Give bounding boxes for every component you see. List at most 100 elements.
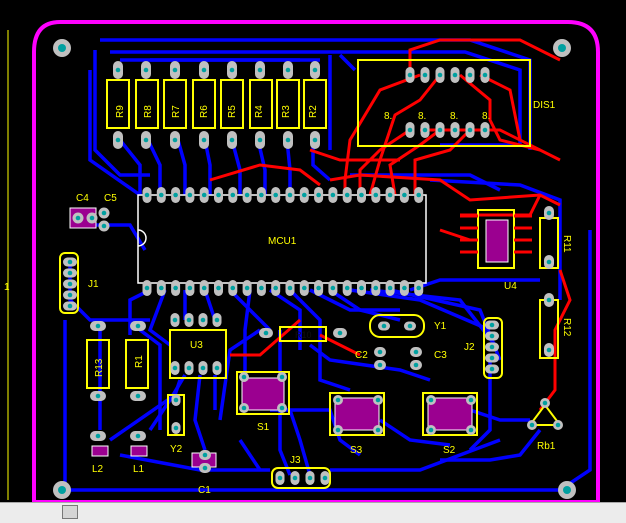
- label-u4: U4: [504, 281, 517, 292]
- pad-hole: [214, 365, 220, 371]
- label-r11: R11: [561, 235, 572, 253]
- pad-hole: [200, 317, 206, 323]
- pad-hole: [172, 317, 178, 323]
- label-c5: C5: [104, 193, 117, 204]
- pad-hole: [402, 285, 407, 291]
- pad-hole: [489, 322, 495, 328]
- pad-hole: [257, 137, 263, 143]
- pad-hole: [216, 285, 221, 291]
- pad-hole: [437, 72, 443, 78]
- pad-hole: [186, 317, 192, 323]
- scrollbar-thumb[interactable]: [62, 505, 78, 519]
- pad-hole: [279, 374, 285, 380]
- pad-hole: [173, 192, 178, 198]
- pad-hole: [546, 347, 552, 353]
- pad-hole: [375, 397, 381, 403]
- pad-hole: [407, 72, 413, 78]
- pad-hole: [452, 127, 458, 133]
- pad-hole: [101, 223, 107, 229]
- pad-hole: [375, 427, 381, 433]
- pad-hole: [489, 366, 495, 372]
- pad-hole: [229, 137, 235, 143]
- pad-hole: [377, 349, 383, 355]
- pad-hole: [187, 285, 193, 291]
- bottom-layer-traces: [63, 38, 592, 492]
- pad-hole: [330, 192, 336, 198]
- label-j3: J3: [290, 455, 301, 466]
- pad-hole: [316, 192, 321, 198]
- pad-hole: [335, 427, 341, 433]
- label-r3: R3: [281, 105, 292, 118]
- pad-hole: [312, 137, 318, 143]
- label-c1: C1: [198, 485, 211, 496]
- pad-hole: [159, 192, 164, 198]
- pad-hole: [302, 285, 307, 291]
- pad-hole: [135, 433, 141, 439]
- label-u3: U3: [190, 340, 203, 351]
- pad-hole: [172, 365, 178, 371]
- pad-hole: [416, 192, 422, 198]
- pad-hole: [89, 215, 95, 221]
- digit-mark-3: 8.: [450, 111, 458, 122]
- pad-hole: [387, 285, 393, 291]
- pad-hole: [546, 210, 552, 216]
- label-s1: S1: [257, 422, 270, 433]
- pad-hole: [285, 137, 291, 143]
- pad-hole: [555, 422, 561, 428]
- label-r10: R10: [295, 330, 312, 340]
- pad-hole: [381, 323, 387, 329]
- pad-hole: [452, 72, 458, 78]
- pad-hole: [187, 192, 193, 198]
- pad-hole: [287, 285, 293, 291]
- pad-hole: [159, 285, 164, 291]
- pad-hole: [259, 285, 264, 291]
- pad-hole: [373, 192, 379, 198]
- label-s3: S3: [350, 445, 363, 456]
- pad-hole: [546, 297, 552, 303]
- pad-hole: [67, 292, 73, 298]
- pad-hole: [407, 127, 413, 133]
- pad-hole: [437, 127, 443, 133]
- pad-hole: [173, 285, 178, 291]
- digit-mark-1: 8.: [384, 111, 392, 122]
- mounting-hole-center: [58, 44, 66, 52]
- label-r2: R2: [308, 105, 319, 118]
- pad-hole: [201, 285, 207, 291]
- horizontal-scrollbar[interactable]: [0, 502, 626, 523]
- pad-hole: [428, 397, 434, 403]
- pad-hole: [135, 323, 141, 329]
- pad-hole: [173, 397, 179, 403]
- pad-hole: [316, 285, 321, 291]
- pad-hole: [143, 67, 149, 73]
- pad-hole: [344, 192, 350, 198]
- pad-hole: [529, 422, 535, 428]
- pad-hole: [279, 405, 285, 411]
- pad-hole: [173, 425, 179, 431]
- pad-hole: [95, 393, 101, 399]
- pad-hole: [244, 192, 250, 198]
- label-r6: R6: [199, 105, 210, 118]
- mounting-hole-center: [58, 486, 66, 494]
- pad-group: [53, 39, 576, 499]
- label-l1: L1: [133, 464, 145, 475]
- pad-hole: [201, 67, 207, 73]
- pad-hole: [330, 285, 336, 291]
- label-dis1: DIS1: [533, 100, 556, 111]
- pad-hole: [489, 355, 495, 361]
- pad-hole: [322, 475, 328, 481]
- label-r5: R5: [227, 105, 238, 118]
- pad-hole: [377, 362, 383, 368]
- pad-hole: [413, 349, 419, 355]
- pad-hole: [422, 127, 428, 133]
- pad-hole: [359, 192, 364, 198]
- pad-hole: [144, 192, 150, 198]
- u4-pins: [460, 214, 532, 254]
- label-r8: R8: [143, 105, 154, 118]
- pad-hole: [413, 362, 419, 368]
- pad-hole: [95, 323, 101, 329]
- pad-hole: [244, 285, 250, 291]
- pad-hole: [144, 285, 150, 291]
- label-j1: J1: [88, 279, 99, 290]
- pad-hole: [263, 330, 269, 336]
